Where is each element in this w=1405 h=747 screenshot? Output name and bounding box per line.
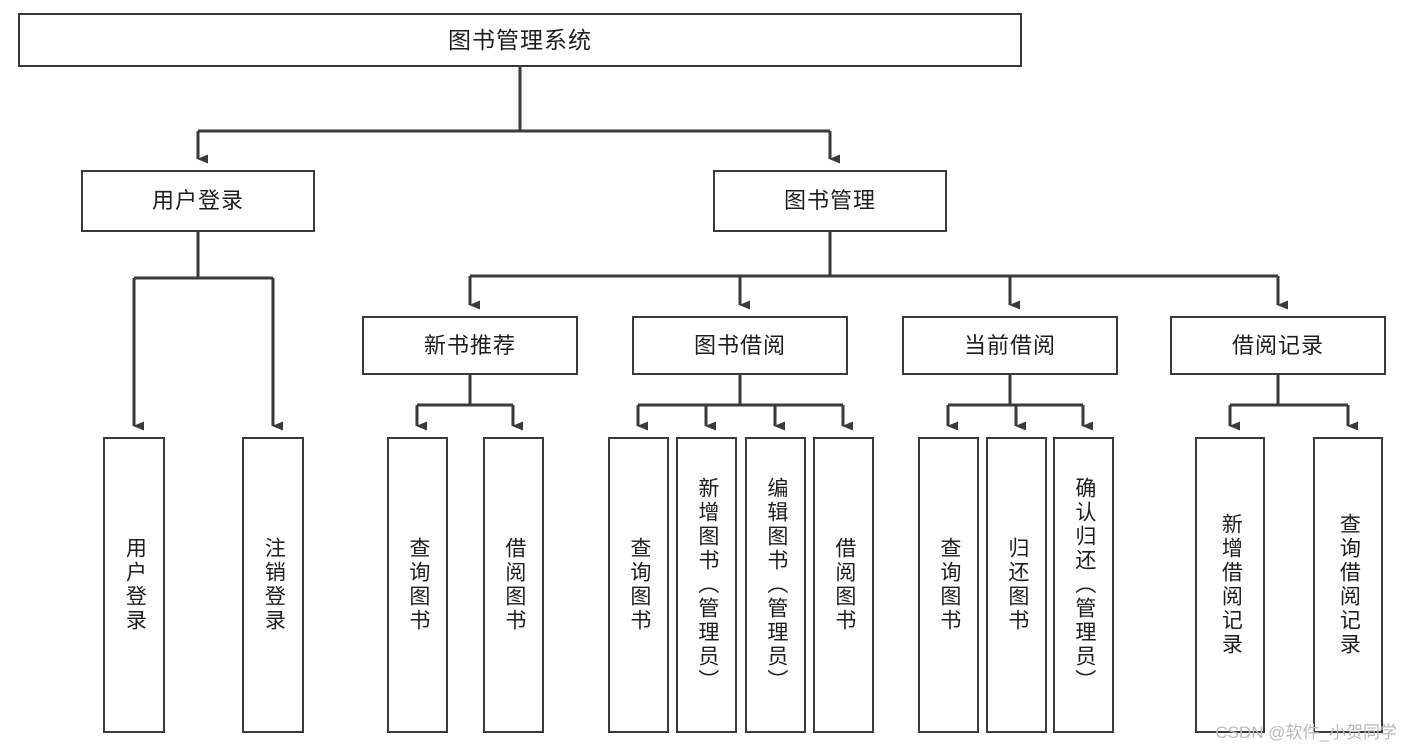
leaf-label: 查询图书 [937, 537, 961, 633]
leaf-label: 用户登录 [123, 537, 147, 633]
leaf-book-borrow-query[interactable]: 查询图书 [608, 437, 669, 733]
leaf-current-borrow-query[interactable]: 查询图书 [918, 437, 979, 733]
node-new-book-recommend-label: 新书推荐 [423, 332, 516, 358]
leaf-current-borrow-return[interactable]: 归还图书 [986, 437, 1047, 733]
leaf-new-book-borrow[interactable]: 借阅图书 [483, 437, 544, 733]
node-current-borrow[interactable]: 当前借阅 [902, 316, 1118, 375]
leaf-label: 借阅图书 [832, 537, 856, 633]
leaf-label: 新增借阅记录 [1219, 513, 1243, 657]
node-new-book-recommend[interactable]: 新书推荐 [362, 316, 578, 375]
leaf-label: 注销登录 [262, 537, 286, 633]
node-borrow-record-label: 借阅记录 [1231, 332, 1324, 358]
watermark: CSDN @软件_小贺同学 [1215, 723, 1397, 742]
leaf-label: 归还图书 [1005, 537, 1029, 633]
node-current-borrow-label: 当前借阅 [963, 332, 1056, 358]
leaf-label: 借阅图书 [502, 537, 526, 633]
leaf-label: 查询图书 [627, 537, 651, 633]
leaf-label: 新增图书（管理员） [695, 477, 719, 693]
leaf-new-book-query[interactable]: 查询图书 [387, 437, 448, 733]
leaf-label: 确认归还（管理员） [1072, 477, 1096, 693]
node-user-login[interactable]: 用户登录 [81, 170, 315, 232]
node-root-label: 图书管理系统 [448, 26, 592, 53]
node-book-management[interactable]: 图书管理 [713, 170, 947, 232]
leaf-label: 编辑图书（管理员） [764, 477, 788, 693]
leaf-user-login-logout[interactable]: 注销登录 [242, 437, 304, 733]
leaf-book-borrow-borrow[interactable]: 借阅图书 [813, 437, 874, 733]
leaf-user-login-login[interactable]: 用户登录 [103, 437, 165, 733]
node-book-borrow[interactable]: 图书借阅 [632, 316, 848, 375]
leaf-book-borrow-add[interactable]: 新增图书（管理员） [676, 437, 737, 733]
leaf-label: 查询借阅记录 [1337, 513, 1361, 657]
node-user-login-label: 用户登录 [151, 188, 244, 213]
node-borrow-record[interactable]: 借阅记录 [1170, 316, 1386, 375]
node-book-management-label: 图书管理 [783, 188, 876, 213]
leaf-book-borrow-edit[interactable]: 编辑图书（管理员） [745, 437, 806, 733]
leaf-label: 查询图书 [406, 537, 430, 633]
leaf-borrow-record-query[interactable]: 查询借阅记录 [1313, 437, 1383, 733]
node-book-borrow-label: 图书借阅 [693, 332, 786, 358]
node-root[interactable]: 图书管理系统 [18, 13, 1022, 67]
leaf-borrow-record-add[interactable]: 新增借阅记录 [1195, 437, 1265, 733]
leaf-current-borrow-confirm[interactable]: 确认归还（管理员） [1053, 437, 1114, 733]
